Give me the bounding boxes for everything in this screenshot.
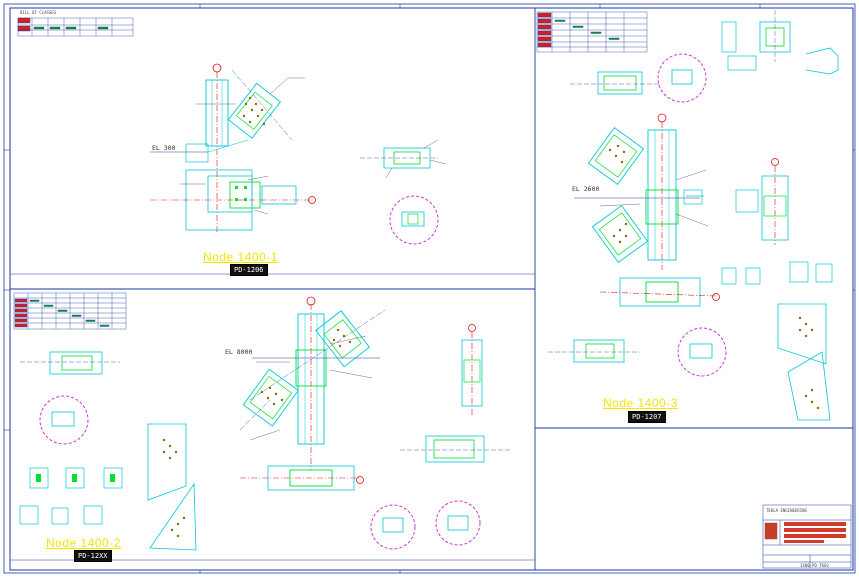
node-1400-3-elevation — [574, 113, 720, 307]
node-1400-1-elevation — [150, 63, 316, 232]
outer-border — [3, 3, 856, 574]
node-1400-3-mid-details — [548, 303, 831, 421]
node-1400-2-left-details — [19, 351, 197, 551]
node-1400-3-section — [721, 158, 833, 285]
bill-header: BILL OF CLASSES — [20, 10, 57, 15]
elevation-label-2: EL 8000 — [225, 348, 253, 356]
bill-table-1 — [17, 17, 134, 37]
node-code-1400-1: PD-1206 — [230, 264, 268, 276]
bill-table-2 — [13, 292, 127, 330]
title-block — [762, 504, 852, 569]
elevation-label-3: EL 2600 — [572, 185, 600, 193]
title-block-company: TEKLA ENGINEERING — [766, 508, 807, 513]
bill-table-3 — [536, 11, 648, 53]
node-1400-2-section — [370, 324, 510, 550]
node-title-1400-3: Node 1400-3 — [603, 396, 678, 410]
node-code-1400-2: PD-12XX — [74, 550, 112, 562]
node-1400-1-detail — [360, 139, 447, 245]
node-title-1400-2: Node 1400-2 — [46, 536, 121, 550]
node-1400-3-top-details — [570, 10, 839, 103]
node-code-1400-3: PD-1207 — [628, 411, 666, 423]
elevation-label-1: EL 300 — [152, 144, 176, 152]
title-block-drawing-no: 1400-PD-TK02 — [800, 563, 829, 568]
node-1400-2-elevation — [239, 296, 386, 491]
node-title-1400-1: Node 1400-1 — [203, 250, 278, 264]
